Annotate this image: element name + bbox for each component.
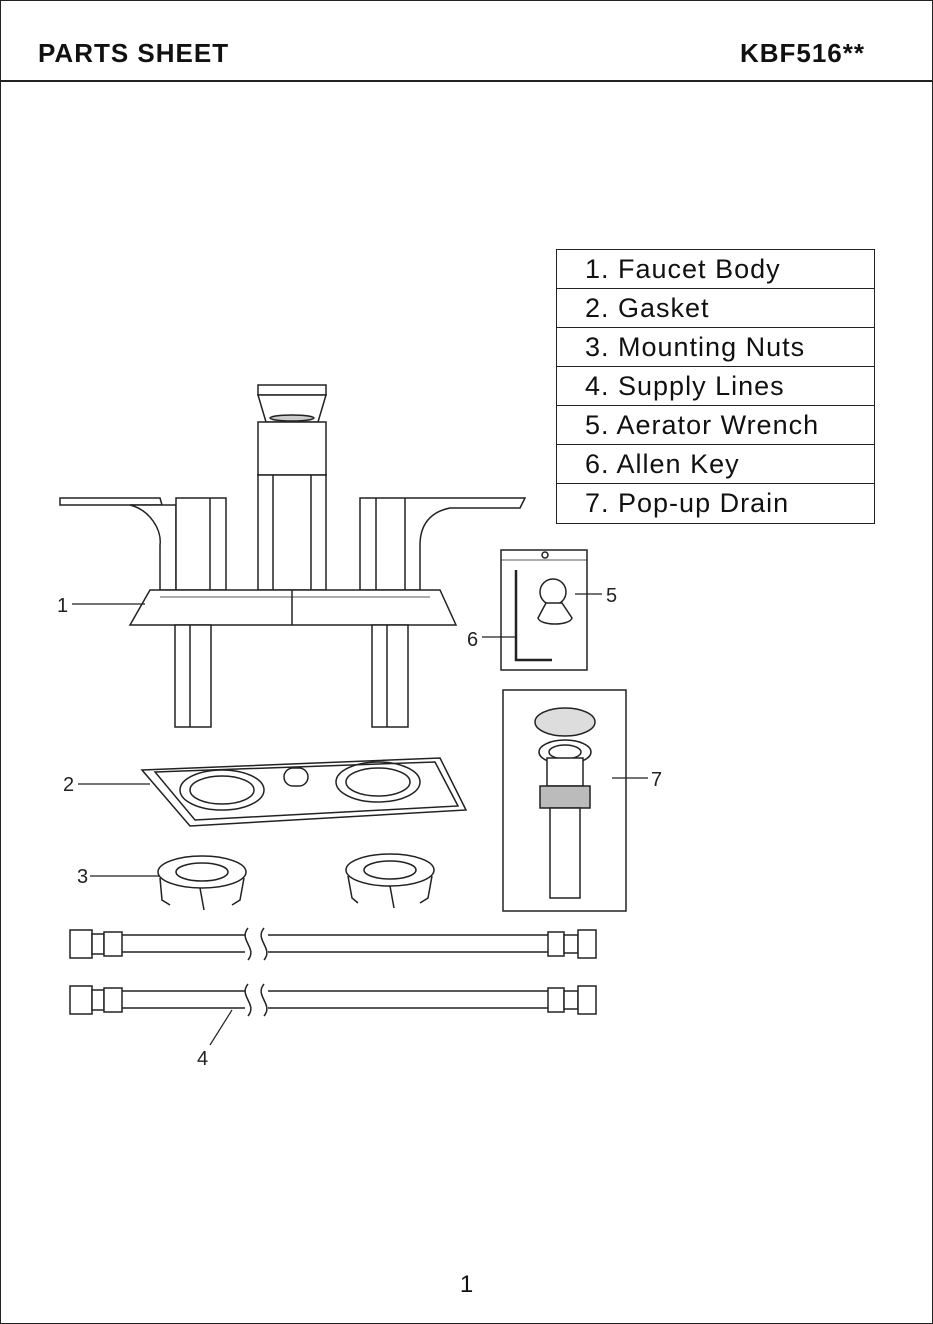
callout-2: 2 — [63, 774, 74, 796]
mounting-nut-illustration — [158, 854, 434, 910]
callout-6: 6 — [467, 629, 478, 651]
popup-drain-illustration — [503, 690, 626, 911]
supply-lines-illustration — [70, 928, 596, 1016]
callout-1: 1 — [57, 595, 68, 617]
callout-3: 3 — [77, 866, 88, 888]
gasket-illustration — [142, 758, 466, 826]
page-number: 1 — [0, 1271, 933, 1299]
callout-5: 5 — [606, 585, 617, 607]
callout-4: 4 — [197, 1048, 208, 1070]
faucet-body-illustration — [60, 385, 525, 727]
callout-7: 7 — [651, 769, 662, 791]
accessory-card-illustration — [501, 550, 587, 670]
